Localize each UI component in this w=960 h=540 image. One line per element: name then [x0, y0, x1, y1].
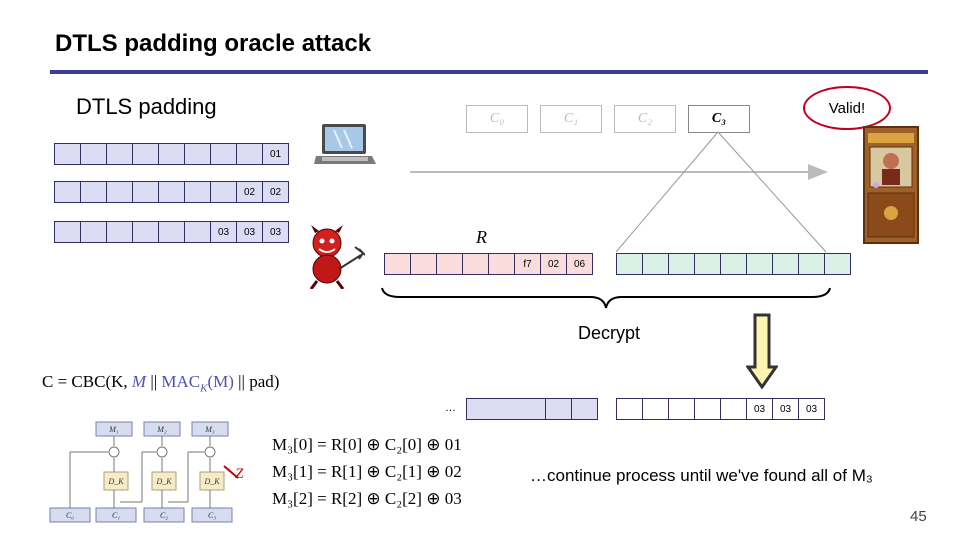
attacker-devil-icon	[309, 225, 365, 289]
result-cell	[694, 398, 721, 420]
formula-mac-arg: (M)	[207, 372, 234, 391]
r-cell	[462, 253, 489, 275]
decrypted-cell	[571, 398, 598, 420]
diagram-label-c0: C₀	[66, 511, 74, 520]
decrypted-cell	[466, 398, 546, 420]
c3-cell	[616, 253, 643, 275]
intermediate-z-label: Z	[235, 466, 244, 482]
result-cell: 03	[798, 398, 825, 420]
cbc-decryption-diagram: M₁ M₂ M₃ D_K D_K D_K C₀ C₁ C₂ C₃	[49, 421, 239, 523]
result-cell: 03	[772, 398, 799, 420]
c3-cell	[642, 253, 669, 275]
diagram-label-m3: M₃	[204, 425, 215, 434]
padding-row-3: 03 03 03	[54, 221, 289, 243]
formula-mid: ||	[146, 372, 162, 391]
fan-right-line	[717, 131, 827, 253]
equation-byte-1: M₃[1] = R[1] ⊕ C₂[1] ⊕ 02	[272, 462, 462, 481]
cipher-block-c1: C₁	[540, 105, 602, 133]
r-label: R	[476, 227, 487, 247]
oracle-speech-bubble: Valid!	[803, 86, 891, 130]
result-cell	[616, 398, 643, 420]
pad-cell: 02	[262, 181, 289, 203]
pad-cell: 03	[262, 221, 289, 243]
decrypted-left-row	[466, 398, 598, 420]
slide-title: DTLS padding oracle attack	[55, 30, 372, 57]
diagram-label-c1: C₁	[112, 511, 120, 520]
r-cell: 06	[566, 253, 593, 275]
fan-left-line	[615, 131, 719, 253]
r-cell	[436, 253, 463, 275]
equation-byte-2: M₃[2] = R[2] ⊕ C₂[2] ⊕ 03	[272, 489, 462, 508]
formula-prefix: C = CBC(K,	[42, 372, 132, 391]
diagram-label-m2: M₂	[156, 425, 167, 434]
result-cell: 03	[746, 398, 773, 420]
r-cell	[488, 253, 515, 275]
r-cell: f7	[514, 253, 541, 275]
section-label: DTLS padding	[76, 94, 217, 119]
diagram-label-dk: D_K	[107, 477, 124, 486]
padding-row-1: 01	[54, 143, 289, 165]
recovery-equations: M₃[0] = R[0] ⊕ C₂[0] ⊕ 01 M₃[1] = R[1] ⊕…	[272, 435, 462, 516]
cipher-block-c2: C₂	[614, 105, 676, 133]
c3-cell	[668, 253, 695, 275]
r-cell: 02	[540, 253, 567, 275]
result-cell	[720, 398, 747, 420]
diagram-label-c2: C₂	[160, 511, 168, 520]
r-cell	[410, 253, 437, 275]
decrypted-result-row: 03 03 03	[616, 398, 825, 420]
cipher-block-c3: C₃	[688, 105, 750, 133]
cipher-block-c0: C₀	[466, 105, 528, 133]
oracle-machine-icon	[863, 126, 919, 244]
c3-cell	[746, 253, 773, 275]
ellipsis: …	[445, 402, 456, 414]
c3-cell	[694, 253, 721, 275]
c3-cell	[772, 253, 799, 275]
down-arrow-icon	[746, 313, 778, 389]
decrypted-cell	[545, 398, 572, 420]
page-number: 45	[910, 508, 927, 525]
continue-note: …continue process until we've found all …	[530, 466, 873, 485]
diagram-label-dk: D_K	[203, 477, 220, 486]
equation-byte-0: M₃[0] = R[0] ⊕ C₂[0] ⊕ 01	[272, 435, 462, 454]
c3-cell	[798, 253, 825, 275]
result-cell	[642, 398, 669, 420]
c3-cell	[720, 253, 747, 275]
padding-row-2: 02 02	[54, 181, 289, 203]
cbc-formula: C = CBC(K, M || MACK(M) || pad)	[42, 372, 279, 394]
diagram-label-m1: M₁	[108, 425, 119, 434]
r-block-row: f7 02 06	[384, 253, 593, 275]
c3-cell	[824, 253, 851, 275]
formula-suffix: || pad)	[233, 372, 280, 391]
formula-m: M	[131, 372, 147, 391]
formula-mac-sub: K	[200, 382, 208, 395]
diagram-label-c3: C₃	[208, 511, 216, 520]
r-cell	[384, 253, 411, 275]
result-cell	[668, 398, 695, 420]
pad-cell: 01	[262, 143, 289, 165]
decrypt-label: Decrypt	[578, 323, 641, 343]
decrypt-brace	[381, 287, 831, 309]
title-underline	[50, 70, 928, 74]
formula-mac: MAC	[161, 372, 201, 391]
c3-block-row	[616, 253, 851, 275]
pad-cell: 03	[210, 221, 237, 243]
diagram-label-dk: D_K	[155, 477, 172, 486]
laptop-icon	[314, 124, 376, 164]
